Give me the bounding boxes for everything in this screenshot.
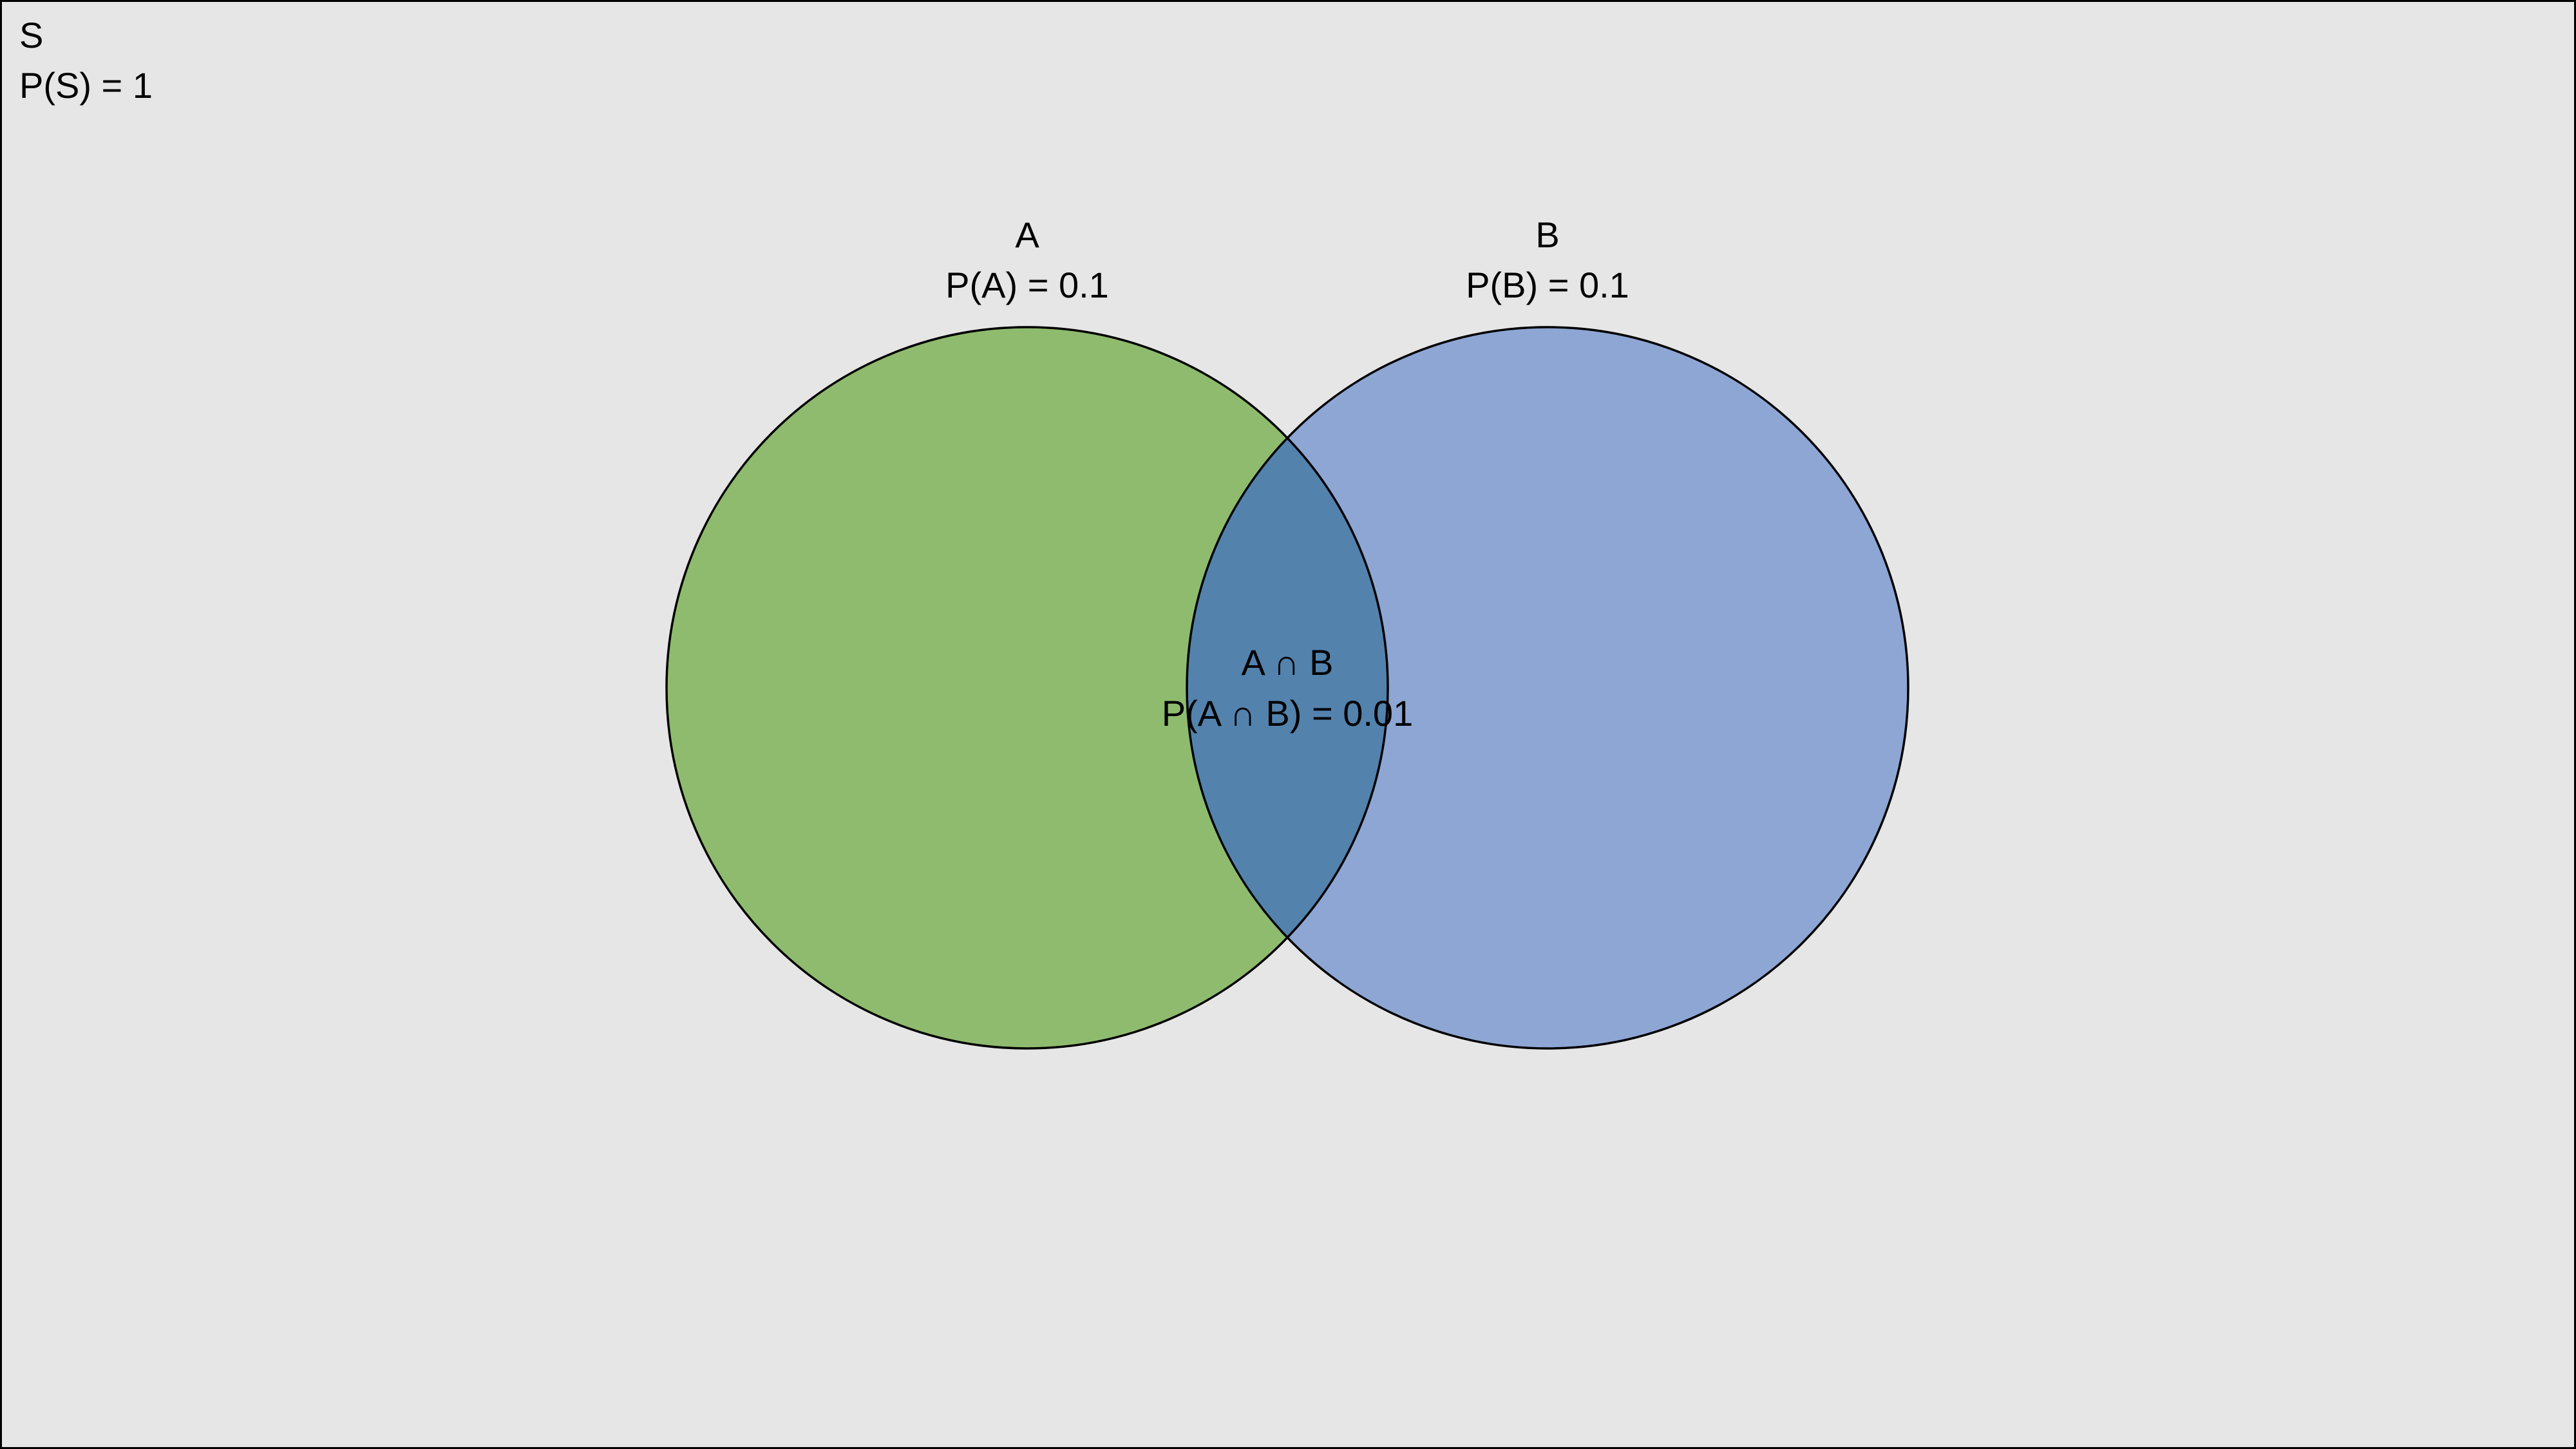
sample-space-name: S	[19, 15, 43, 55]
set-b-circle	[1187, 327, 1908, 1048]
set-a-circle	[667, 327, 1388, 1048]
set-b-outline	[1186, 326, 1909, 1050]
set-a-probability: P(A) = 0.1	[945, 265, 1109, 305]
intersection-probability: P(A ∩ B) = 0.01	[1162, 693, 1413, 734]
set-a-outline	[665, 326, 1389, 1050]
set-b-probability: P(B) = 0.1	[1466, 265, 1629, 305]
set-b-name: B	[1535, 214, 1559, 255]
sample-space-probability: P(S) = 1	[19, 65, 153, 106]
intersection-name: A ∩ B	[1242, 642, 1334, 683]
set-a-name: A	[1015, 214, 1039, 255]
